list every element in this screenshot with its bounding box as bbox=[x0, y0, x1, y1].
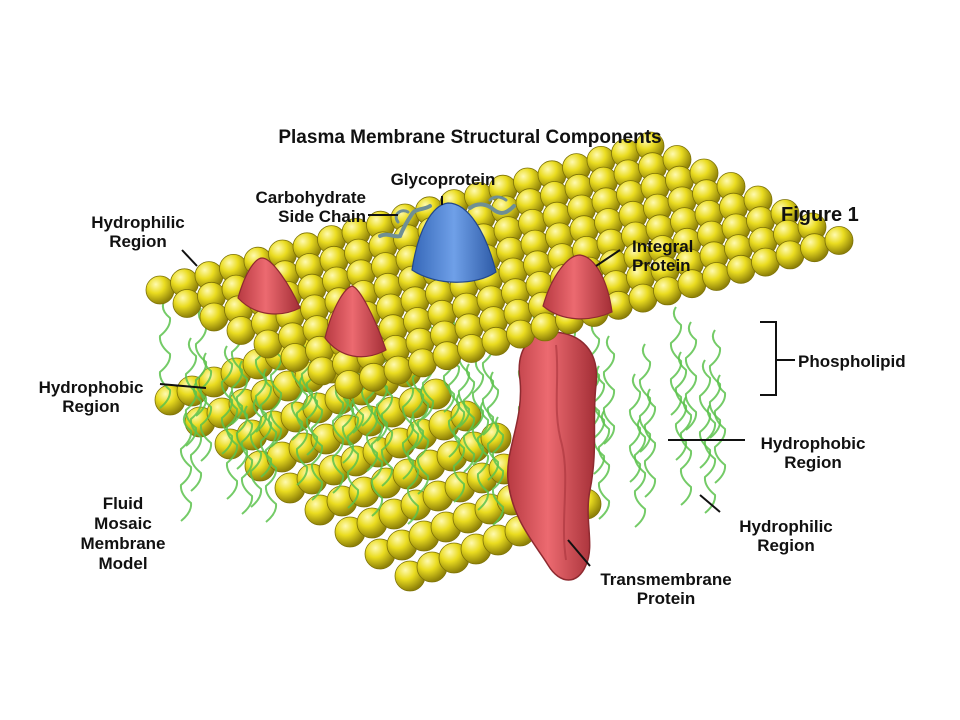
phospholipid-head-top bbox=[408, 348, 437, 378]
transmembrane-protein-shape bbox=[506, 331, 598, 581]
integral-protein-center bbox=[324, 285, 387, 358]
lipid-tail bbox=[602, 335, 616, 445]
phospholipid-head-top bbox=[530, 312, 560, 342]
lipid-tail bbox=[708, 329, 722, 439]
phospholipid-head-top bbox=[628, 283, 658, 313]
fluid-mosaic-model-label: Fluid Mosaic Membrane Model bbox=[80, 494, 166, 573]
integral-protein-right bbox=[542, 254, 613, 320]
lipid-tail bbox=[225, 390, 239, 500]
lipid-tail bbox=[713, 374, 727, 484]
lipid-tail bbox=[674, 351, 688, 461]
lipid-tail bbox=[259, 368, 273, 478]
lipid-tail bbox=[158, 299, 172, 409]
leader-lines bbox=[159, 196, 795, 567]
lipid-tail bbox=[240, 405, 254, 515]
phospholipid-head-top bbox=[307, 356, 337, 386]
lipid-tail bbox=[189, 382, 203, 492]
integral-protein-left bbox=[237, 257, 301, 315]
lipid-tail bbox=[346, 399, 360, 509]
phospholipid-head-top bbox=[280, 343, 310, 372]
phospholipid-head-top bbox=[253, 329, 283, 359]
lipid-tail bbox=[416, 385, 430, 495]
carbohydrate-side-chain-label: Carbohydrate Side Chain bbox=[255, 188, 366, 226]
phospholipid-head-top bbox=[432, 341, 462, 371]
phospholipid-head-top bbox=[145, 275, 175, 305]
figure-label: Figure 1 bbox=[781, 204, 859, 226]
glycoprotein-shape bbox=[411, 202, 497, 283]
hydrophobic-region-left-label: Hydrophobic Region bbox=[38, 378, 144, 416]
phospholipid-head-top bbox=[359, 362, 388, 392]
hydrophobic-region-right-label: Hydrophobic Region bbox=[760, 434, 866, 472]
phospholipid-head-top bbox=[751, 247, 780, 277]
lipid-tail bbox=[476, 401, 490, 511]
phospholipid-head-top bbox=[226, 316, 256, 345]
lipid-tail bbox=[462, 363, 476, 473]
phospholipid-head-top bbox=[775, 240, 805, 270]
phospholipid-head-top bbox=[506, 319, 535, 349]
lipid-tail bbox=[331, 384, 345, 494]
lipid-tail bbox=[249, 398, 263, 508]
transmembrane-protein-label: Transmembrane Protein bbox=[600, 570, 732, 608]
lipid-tail bbox=[447, 348, 461, 458]
lipid-tail bbox=[703, 404, 717, 514]
integral-protein-label: Integral Protein bbox=[632, 237, 694, 275]
lipid-tail bbox=[587, 320, 601, 430]
lipid-tail bbox=[638, 343, 652, 453]
lipid-tail bbox=[491, 416, 505, 526]
lipid-tail bbox=[199, 352, 213, 462]
phospholipid-head-top bbox=[726, 254, 756, 284]
integral-proteins bbox=[237, 202, 613, 358]
lipid-tail bbox=[401, 370, 415, 480]
phospholipid-head-top bbox=[702, 262, 731, 291]
phospholipid-head-top bbox=[653, 276, 682, 306]
lipid-tail bbox=[628, 373, 642, 483]
phospholipid-label: Phospholipid bbox=[798, 352, 906, 371]
lipid-tail bbox=[669, 306, 683, 416]
lipid-tail bbox=[184, 337, 198, 447]
phospholipid-head-top bbox=[800, 233, 829, 263]
lipid-tail bbox=[406, 415, 420, 525]
phospholipid-head-top bbox=[172, 289, 202, 318]
lipid-tail bbox=[684, 321, 698, 431]
lipid-tail bbox=[235, 360, 249, 470]
lipid-tail bbox=[633, 418, 647, 528]
lipid-tail bbox=[452, 393, 466, 503]
lipid-tail bbox=[643, 388, 657, 498]
diagram-title: Plasma Membrane Structural Components bbox=[278, 127, 662, 148]
lipid-tail bbox=[597, 410, 611, 520]
lipid-tail bbox=[698, 359, 712, 469]
phospholipid-head-top bbox=[383, 355, 413, 385]
carbohydrate-chains bbox=[378, 195, 516, 239]
lipid-tail bbox=[220, 345, 234, 455]
lipid-tail bbox=[592, 365, 606, 475]
lipid-tail bbox=[370, 407, 384, 517]
hydrophilic-region-top-label: Hydrophilic Region bbox=[91, 213, 185, 251]
lipid-tail bbox=[295, 376, 309, 486]
phospholipid-head-top bbox=[457, 334, 486, 363]
phospholipid-head-top bbox=[199, 302, 229, 332]
lipid-tail bbox=[179, 412, 193, 522]
lipid-tail bbox=[264, 413, 278, 523]
lipid-tail bbox=[310, 391, 324, 501]
lipid-tail bbox=[679, 396, 693, 506]
phospholipid-head-top bbox=[824, 226, 854, 255]
hydrophilic-region-bottom-label: Hydrophilic Region bbox=[739, 517, 833, 555]
phospholipid-head-top bbox=[334, 370, 364, 399]
glycoprotein-label: Glycoprotein bbox=[390, 170, 496, 189]
lipid-tail bbox=[486, 371, 500, 481]
phospholipid-head-top bbox=[481, 326, 511, 356]
lipid-tail bbox=[471, 356, 485, 466]
lipid-tail bbox=[380, 377, 394, 487]
